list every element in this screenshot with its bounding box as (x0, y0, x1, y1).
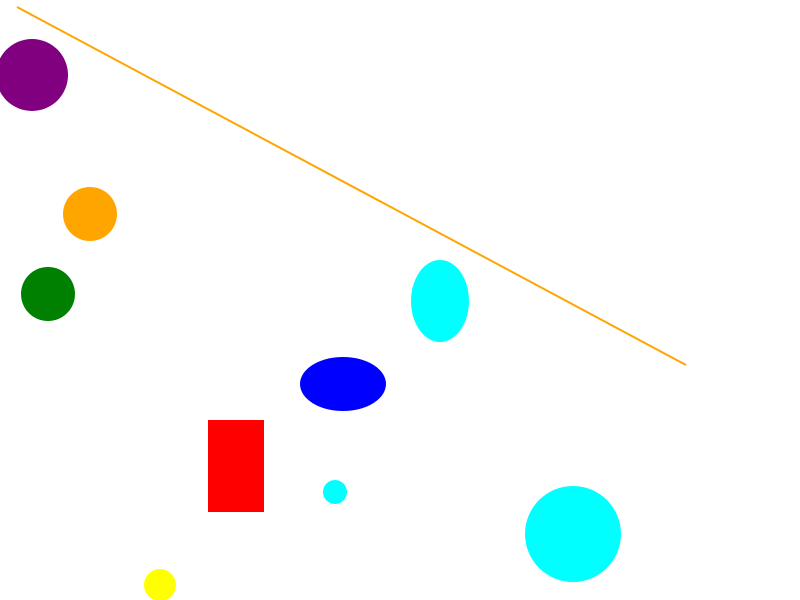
small-cyan-circle (323, 480, 347, 504)
diagonal-line (16, 6, 687, 366)
large-cyan-circle (525, 486, 621, 582)
red-rectangle (208, 420, 264, 512)
blue-ellipse (300, 357, 386, 411)
orange-circle (63, 187, 117, 241)
cyan-ellipse (411, 260, 469, 342)
green-circle (21, 267, 75, 321)
purple-circle (0, 39, 68, 111)
yellow-circle (144, 569, 176, 600)
